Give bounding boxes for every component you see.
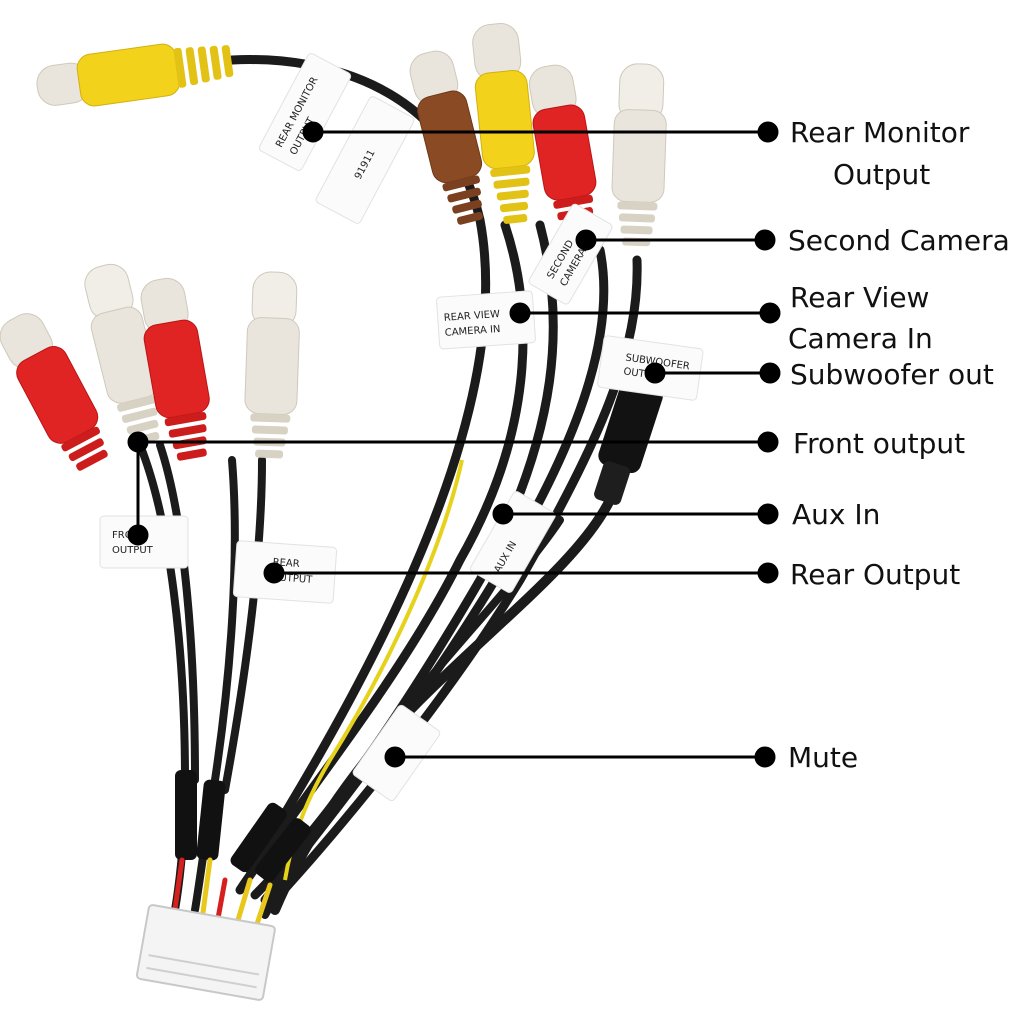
pointer-subwoofer-out [644, 362, 781, 384]
rca-plug-white-front [84, 263, 160, 446]
label-subwoofer-out: Subwoofer out [790, 358, 994, 391]
sleeve-2 [196, 779, 226, 861]
cable-rear-2 [221, 456, 266, 794]
label-rear-monitor-output: Rear Monitor Output [790, 116, 978, 191]
plug-body [76, 43, 181, 107]
aux-jack-neck [594, 461, 630, 505]
sleeve-4 [255, 818, 311, 882]
rca-plug-white-rear [244, 271, 300, 459]
label-subwoofer-out-line1: Subwoofer out [790, 358, 994, 391]
rca-plug-yellow-top [472, 23, 535, 224]
label-front-output-line1: Front output [793, 427, 965, 460]
sleeve-1 [175, 770, 197, 860]
label-mute-line1: Mute [788, 741, 858, 774]
tag-part-number: 91911 [315, 96, 415, 224]
pointer-second-camera [575, 229, 776, 251]
pointer-front-output [127, 431, 779, 546]
tag-front-line2: OUTPUT [112, 545, 154, 556]
label-second-camera-line1: Second Camera [788, 224, 1010, 257]
cable-front-2 [156, 441, 199, 784]
label-aux-in: Aux In [792, 498, 880, 531]
pointer-rear-view-camera-in [509, 302, 781, 324]
callout-labels: Rear Monitor Output Second Camera Rear V… [788, 116, 1010, 774]
pointer-dot-start [302, 121, 324, 143]
pointer-aux-in [492, 503, 779, 525]
rca-plug-yellow-rear-monitor [36, 43, 234, 107]
pointer-rear-output [263, 562, 779, 584]
label-front-output: Front output [793, 427, 965, 460]
rca-plug-red-rear [140, 277, 210, 461]
label-rear-view-camera-in-line2: Camera In [788, 322, 933, 355]
harness-connector [136, 904, 276, 1001]
rca-plug-brown [409, 50, 483, 225]
callout-pointers [127, 121, 781, 768]
tag-rear-monitor: REAR MONITOR OUTPUT [258, 53, 352, 171]
label-rear-output-line1: Rear Output [790, 558, 960, 591]
label-rear-view-camera-in: Rear View Camera In [788, 281, 938, 355]
label-mute: Mute [788, 741, 858, 774]
label-second-camera: Second Camera [788, 224, 1010, 257]
label-aux-in-line1: Aux In [792, 498, 880, 531]
tag-second-camera: SECOND CAMERA [528, 203, 613, 305]
tag-rear-view-line2: CAMERA IN [444, 324, 500, 339]
tag-aux: AUX IN [470, 491, 556, 593]
rca-plug-red-front [0, 313, 108, 471]
rca-plug-red-second-camera [528, 64, 597, 244]
heat-shrink-sleeves [175, 770, 311, 882]
tag-rear-view: REAR VIEW CAMERA IN [436, 290, 536, 350]
aux-jack [594, 379, 663, 505]
label-rear-output: Rear Output [790, 558, 960, 591]
pointer-mute [384, 746, 776, 768]
plug-ribs [173, 45, 234, 88]
label-rear-monitor-output-line1: Rear Monitor [790, 116, 970, 149]
pointer-dot-end [757, 121, 779, 143]
aux-jack-body [598, 379, 663, 474]
label-rear-view-camera-in-line1: Rear View [790, 281, 929, 314]
pointer-rear-monitor-output [302, 121, 779, 143]
label-rear-monitor-output-line2: Output [833, 158, 930, 191]
tag-rear-view-line1: REAR VIEW [443, 309, 500, 324]
connector-pins [146, 954, 260, 989]
cable-rear-1 [191, 456, 239, 914]
connector-body [136, 904, 276, 1001]
sleeve-3 [230, 802, 287, 873]
rca-plug-white-top [611, 63, 667, 247]
